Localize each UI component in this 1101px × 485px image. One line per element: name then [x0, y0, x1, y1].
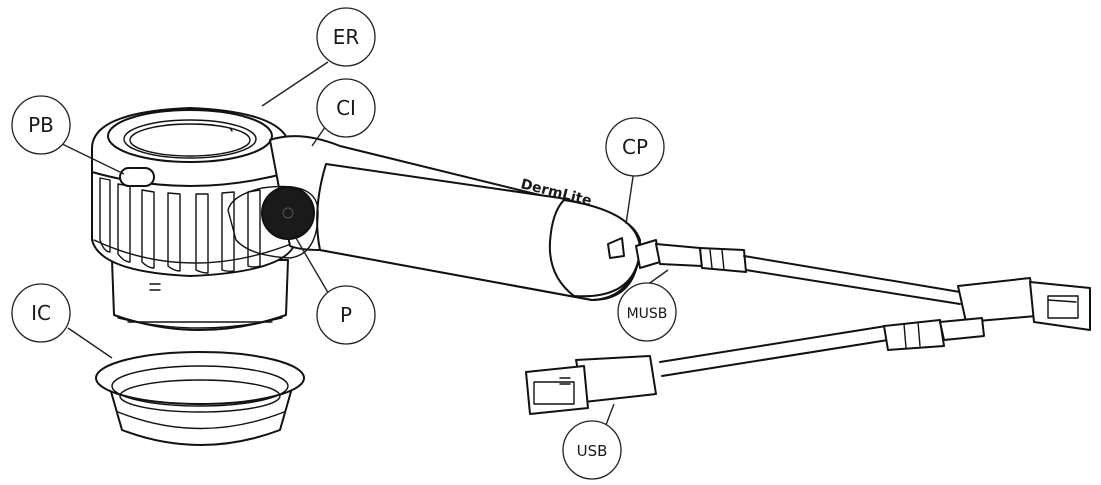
callout-cp: CP [605, 117, 665, 177]
usb-cable [525, 317, 985, 415]
callout-ci-label: CI [336, 96, 356, 120]
callout-usb: USB [562, 420, 622, 480]
charging-port [607, 237, 625, 259]
callout-pb: PB [11, 95, 71, 155]
callout-p-label: P [340, 303, 352, 327]
callout-musb: MUSB [617, 282, 677, 342]
callout-ic: IC [11, 283, 71, 343]
callout-cp-label: CP [622, 135, 648, 159]
device-handle: DermLite [227, 135, 641, 301]
power-button [119, 167, 155, 187]
callout-p: P [316, 285, 376, 345]
inner-cap [95, 351, 305, 446]
callout-ci: CI [316, 78, 376, 138]
pin-button [261, 186, 315, 240]
callout-er: ER [316, 7, 376, 67]
callout-ic-label: IC [31, 301, 51, 325]
callout-pb-label: PB [28, 113, 54, 137]
device-head [90, 107, 316, 331]
callout-usb-label: USB [577, 442, 608, 460]
callout-er-label: ER [333, 25, 360, 49]
micro-usb-cable [635, 239, 1091, 331]
callout-musb-label: MUSB [627, 306, 668, 322]
leader-lines [55, 61, 669, 431]
